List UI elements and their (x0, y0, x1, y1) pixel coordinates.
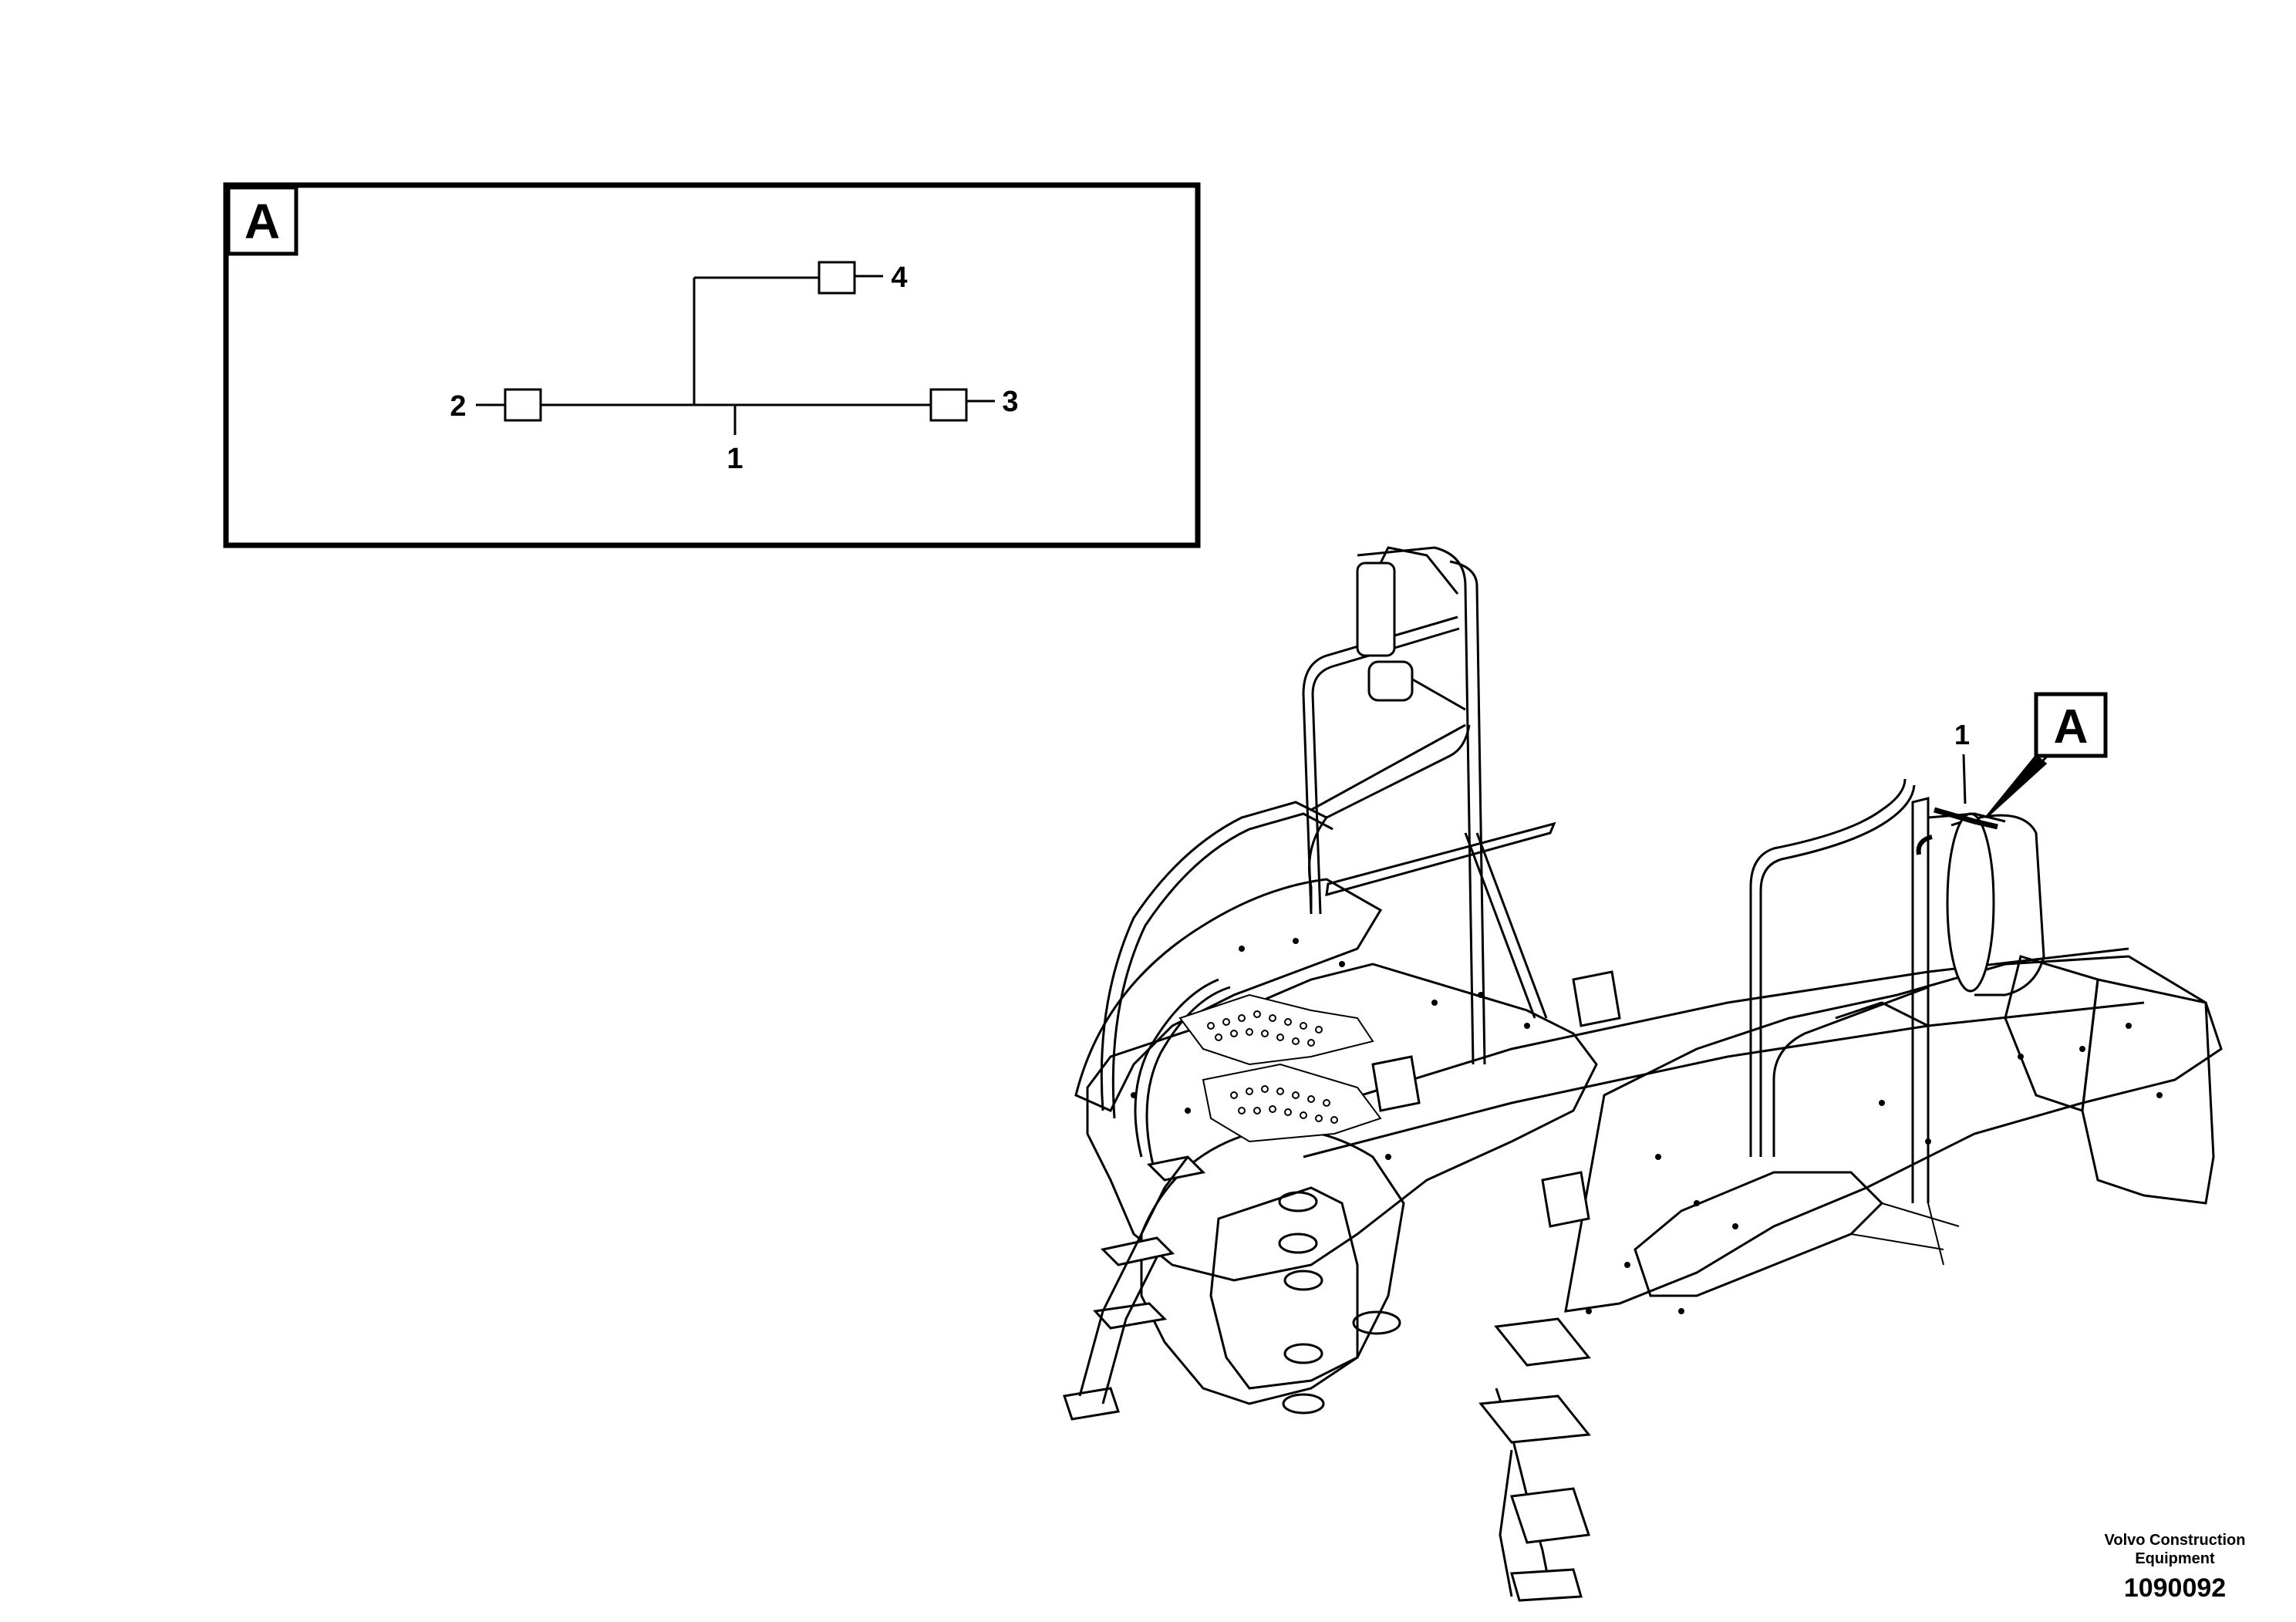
detail-box-letter-frame (226, 185, 298, 256)
left-ladder-foot (1063, 1387, 1120, 1421)
lift-arm-mount-holes (1278, 1191, 1401, 1415)
rear-counterweight-edge (2004, 955, 2099, 1113)
right-step-3 (1509, 1487, 1591, 1544)
right-step-2 (1478, 1394, 1591, 1444)
left-mirror-mast-inner (1449, 560, 1486, 1065)
right-handrail-arch (1749, 778, 1907, 1157)
detail-box-frame (223, 182, 1201, 548)
right-step-4 (1510, 1568, 1583, 1602)
connector-2 (504, 388, 542, 422)
callout-label-1: 1 (727, 443, 743, 475)
left-mesh-pattern (1207, 1010, 1338, 1124)
left-mirror-top-arm (1379, 546, 1459, 595)
connector-3 (929, 388, 968, 422)
left-rail-diagonal-2 (1475, 832, 1548, 1019)
left-rail-top-bar (1310, 723, 1466, 811)
machine-frame-illustration: 1 A (1063, 546, 2223, 1602)
frame-deck-right (1564, 955, 2223, 1313)
callout-label-3: 3 (1002, 386, 1018, 418)
left-handrail-lower (1134, 978, 1219, 1158)
right-mirror-mast (1911, 797, 1930, 1203)
hitch-block-left (1371, 1055, 1421, 1112)
publisher-line-2: Equipment (2135, 1550, 2215, 1567)
callout-label-2: 2 (450, 390, 466, 423)
left-ladder-rail (1078, 1156, 1189, 1397)
rear-counterweight (2081, 978, 2215, 1205)
right-deck-plate (1633, 1171, 1884, 1297)
hitch-block-right (1541, 1171, 1590, 1228)
left-mirror-mast (1357, 546, 1475, 1065)
right-handrail-lower (1772, 986, 1929, 1157)
left-mesh-step-lower (1202, 1063, 1382, 1143)
right-mirror-mast-brace (1835, 1001, 1929, 1027)
left-rail-vertical (1302, 615, 1458, 915)
right-mirror-arm (1927, 812, 2006, 823)
highlighted-harness-loop (1916, 835, 1933, 855)
connector-4 (818, 261, 856, 295)
left-rail-vertical-inner (1311, 627, 1460, 915)
publisher-credit: Volvo Construction Equipment (2075, 1531, 2275, 1568)
bolt-dots (1131, 938, 2163, 1314)
detail-box-letter: A (244, 194, 280, 249)
detail-box-a: A 1 2 3 4 (223, 182, 1201, 548)
highlighted-harness-cable (1934, 807, 1998, 830)
left-mirror-arm (1411, 677, 1466, 711)
left-handrail-outer (1100, 801, 1327, 1111)
right-handrail-arch-inner (1759, 784, 1916, 1157)
left-ladder-rail-2 (1101, 1256, 1158, 1404)
right-deck-ribs (1850, 1202, 1960, 1266)
frame-pivot-plate (1209, 1186, 1359, 1390)
left-mirror-lower (1367, 660, 1414, 702)
left-ladder-step-1 (1146, 1155, 1206, 1182)
right-mirror-glass (1946, 812, 1995, 993)
frame-center-beam-lower (1303, 1001, 2145, 1158)
hitch-block-center (1572, 970, 1621, 1027)
right-step-1 (1494, 1317, 1591, 1367)
callout-part-leader (1962, 754, 1967, 804)
callout-letter-frame (2034, 692, 2108, 758)
left-mirror-upper (1356, 561, 1396, 657)
publisher-line-1: Volvo Construction (2104, 1532, 2246, 1549)
callout-letter: A (2054, 700, 2089, 754)
left-rail-brace (1325, 821, 1556, 897)
callout-part-number: 1 (1954, 719, 1970, 750)
left-rail-diagonal-1 (1464, 832, 1536, 1019)
callout-label-4: 4 (891, 261, 907, 294)
callout-arrow-shaft (1984, 750, 2053, 819)
figure-number: 1090092 (2123, 1573, 2227, 1603)
right-ladder-side (1499, 1449, 1513, 1597)
left-mesh-step-upper (1178, 993, 1374, 1066)
frame-center-beam (1310, 947, 2129, 1112)
left-handrail-inner (1111, 812, 1333, 1119)
frame-deck-left (1086, 963, 1598, 1282)
left-handrail-lower-inner (1145, 986, 1231, 1165)
